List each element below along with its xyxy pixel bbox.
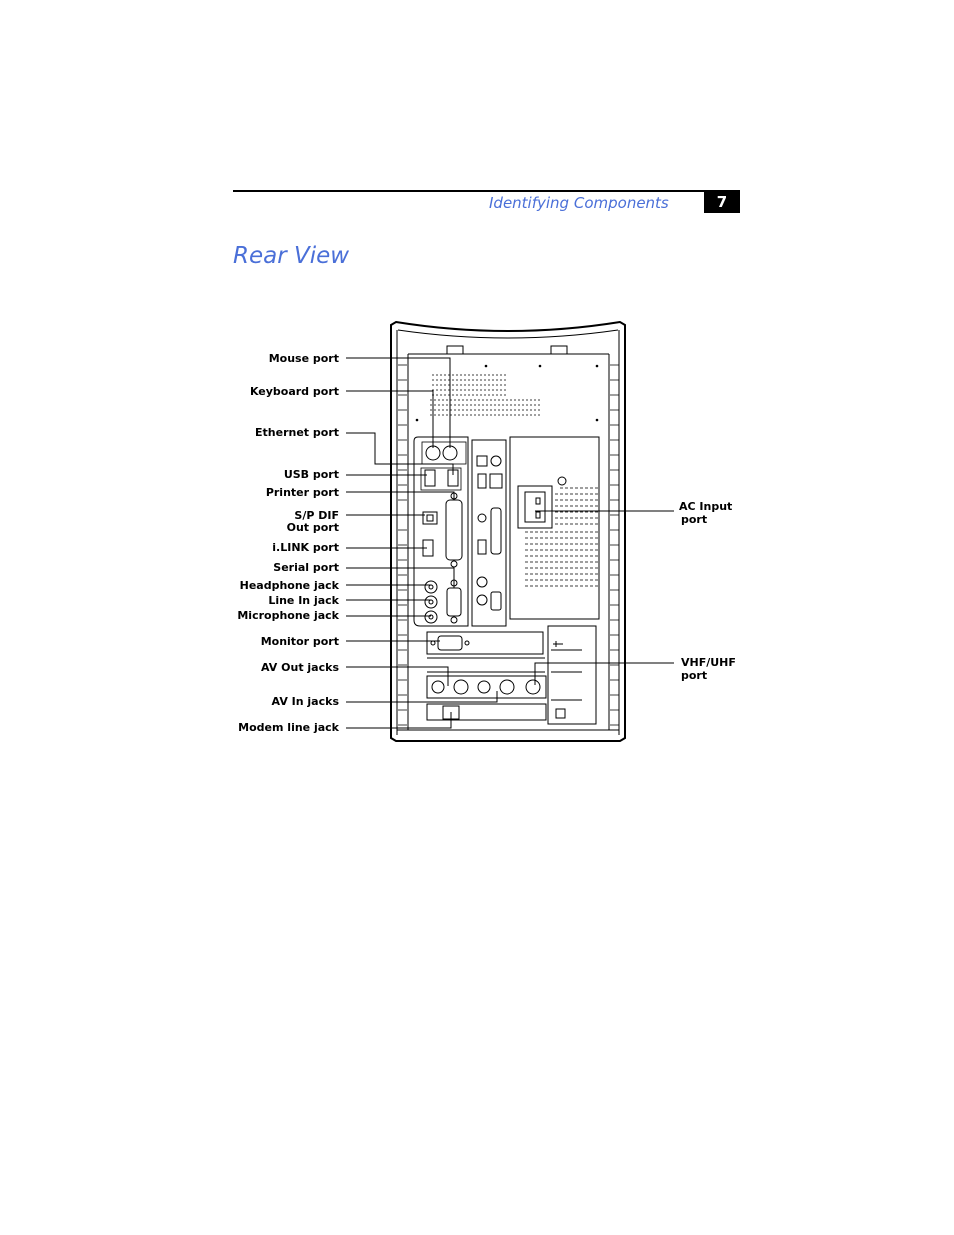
label-vhf-uhf-line1: VHF/UHF	[681, 656, 736, 669]
label-headphone-jack: Headphone jack	[239, 579, 339, 592]
label-spdif-line1: S/P DIF	[294, 509, 339, 522]
computer-case	[390, 320, 626, 742]
top-vent	[415, 364, 599, 422]
section-title: Identifying Components	[489, 194, 669, 212]
label-serial-port: Serial port	[273, 561, 339, 574]
label-vhf-uhf-line2: port	[681, 669, 708, 682]
label-av-in-jacks: AV In jacks	[271, 695, 339, 708]
label-ilink-port: i.LINK port	[272, 541, 339, 554]
label-usb-port: USB port	[283, 468, 339, 481]
power-supply	[509, 436, 600, 620]
page-title: Rear View	[233, 243, 350, 269]
label-monitor-port: Monitor port	[260, 635, 339, 648]
io-panel	[413, 436, 507, 627]
label-keyboard-port: Keyboard port	[249, 385, 339, 398]
label-ac-input-line2: port	[681, 513, 708, 526]
case-ribs	[398, 364, 619, 726]
label-printer-port: Printer port	[265, 486, 339, 499]
label-microphone-jack: Microphone jack	[237, 609, 339, 622]
page-number: 7	[704, 191, 740, 213]
label-modem-line-jack: Modem line jack	[238, 721, 339, 734]
label-ac-input-line1: AC Input	[679, 500, 733, 513]
vent-grid	[430, 374, 540, 416]
label-av-out-jacks: AV Out jacks	[261, 661, 339, 674]
label-mouse-port: Mouse port	[268, 352, 339, 365]
expansion-slots	[426, 625, 597, 725]
label-line-in-jack: Line In jack	[268, 594, 339, 607]
label-ethernet-port: Ethernet port	[255, 426, 339, 439]
leader-lines	[346, 357, 674, 729]
header-rule	[233, 190, 740, 192]
label-spdif-line2: Out port	[286, 521, 339, 534]
